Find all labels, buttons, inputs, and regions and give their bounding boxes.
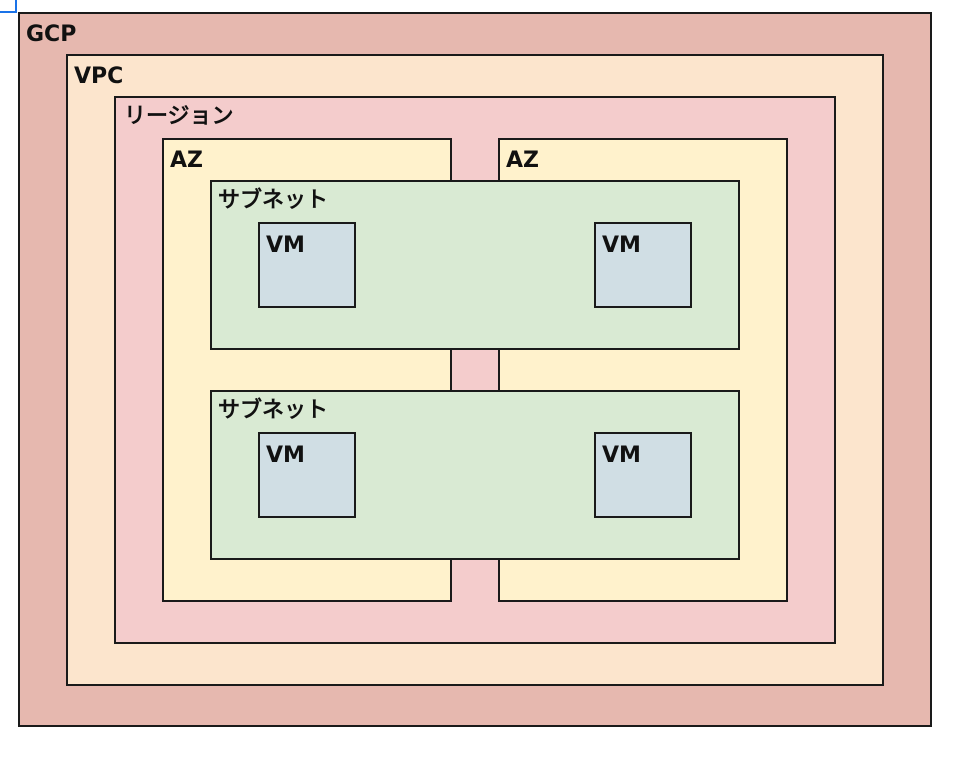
vm-2-2-label: VM [602,443,641,468]
subnet-2-label: サブネット [218,398,329,423]
gcp-label: GCP [26,22,77,47]
region-label: リージョン [124,104,234,129]
vm-2-2[interactable] [594,432,692,518]
vm-1-1[interactable] [258,222,356,308]
subnet-1-label: サブネット [218,188,329,213]
az-right-label: AZ [506,148,539,173]
vm-1-2[interactable] [594,222,692,308]
vm-1-2-label: VM [602,233,641,258]
az-left-label: AZ [170,148,203,173]
vm-1-1-label: VM [266,233,305,258]
vm-2-1-label: VM [266,443,305,468]
selection-handle[interactable] [0,0,17,13]
vpc-label: VPC [74,64,124,89]
vm-2-1[interactable] [258,432,356,518]
